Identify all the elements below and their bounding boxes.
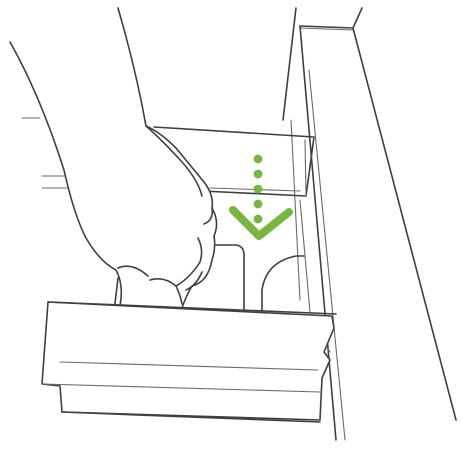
dotted-guide-icon <box>254 155 263 224</box>
chevron-down-icon <box>233 210 289 236</box>
guide-dot <box>254 155 263 164</box>
guide-dot <box>254 215 263 224</box>
guide-dot <box>254 170 263 179</box>
drawer-front-panel <box>42 302 336 422</box>
hand <box>10 8 217 308</box>
guide-dot <box>254 185 263 194</box>
guide-dot <box>254 200 263 209</box>
